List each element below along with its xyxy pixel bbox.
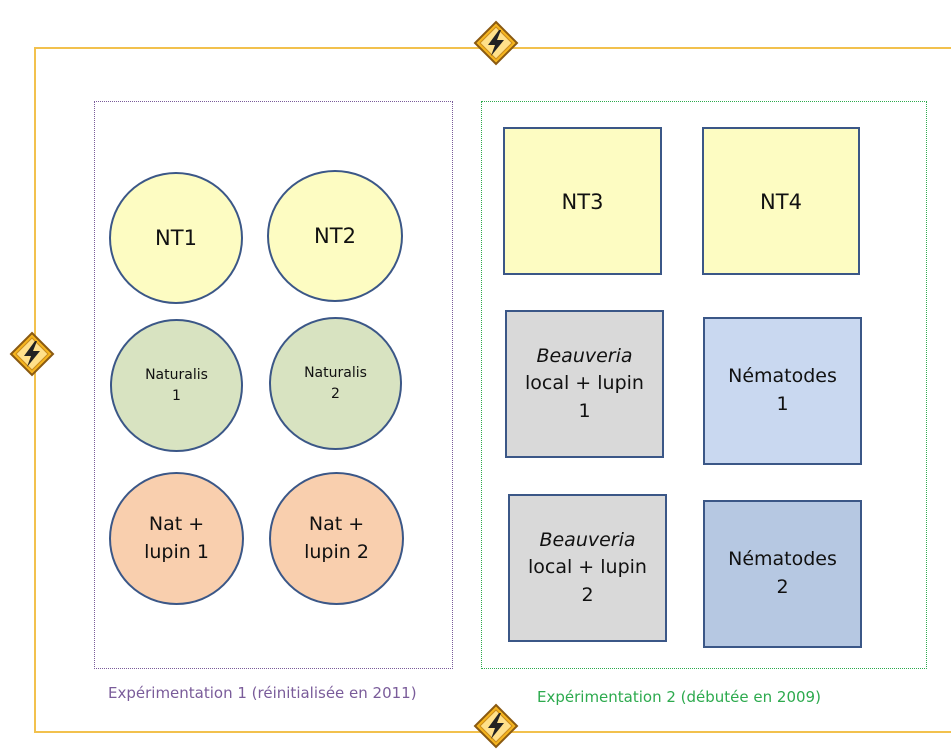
plot-nat-lupin-1-line2: lupin 1	[144, 540, 209, 563]
plot-nt1: NT1	[109, 172, 243, 304]
plot-beauveria-1-line2: local + lupin	[525, 372, 644, 395]
electric-fence-warning-icon	[473, 20, 519, 66]
plot-beauveria-1-line1: Beauveria	[536, 344, 633, 367]
plot-nematodes-2: Nématodes 2	[703, 500, 862, 648]
plot-beauveria-2: Beauveria local + lupin 2	[508, 494, 667, 642]
experiment-1-caption: Expérimentation 1 (réinitialisée en 2011…	[108, 684, 417, 702]
experiment-2-caption: Expérimentation 2 (débutée en 2009)	[537, 688, 821, 706]
plot-beauveria-2-line1: Beauveria	[539, 528, 636, 551]
electric-fence-warning-icon	[9, 331, 55, 377]
plot-naturalis-2: Naturalis 2	[269, 317, 402, 450]
plot-beauveria-2-line3: 2	[581, 583, 594, 606]
experiment-2-frame	[481, 101, 927, 669]
plot-nt4: NT4	[702, 127, 860, 275]
plot-nt3: NT3	[503, 127, 662, 275]
plot-nt2-label: NT2	[314, 223, 356, 248]
plot-nematodes-1-line2: 1	[776, 393, 789, 415]
plot-nt4-label: NT4	[760, 190, 802, 214]
plot-nat-lupin-1-line1: Nat +	[148, 512, 205, 535]
experiment-1-frame	[94, 101, 453, 669]
plot-nematodes-1: Nématodes 1	[703, 317, 862, 465]
plot-nt3-label: NT3	[561, 190, 604, 214]
plot-naturalis-1-line1: Naturalis	[145, 367, 208, 384]
plot-naturalis-1: Naturalis 1	[110, 319, 243, 452]
plot-nat-lupin-2: Nat + lupin 2	[269, 472, 404, 605]
plot-naturalis-2-line2: 2	[331, 385, 340, 402]
plot-nat-lupin-2-line1: Nat +	[308, 512, 365, 535]
plot-nat-lupin-1: Nat + lupin 1	[109, 472, 244, 605]
plot-nematodes-1-line1: Nématodes	[728, 365, 837, 388]
plot-nematodes-2-line2: 2	[776, 576, 789, 598]
plot-beauveria-1: Beauveria local + lupin 1	[505, 310, 664, 458]
plot-naturalis-2-line1: Naturalis	[304, 365, 367, 382]
plot-beauveria-2-line2: local + lupin	[528, 556, 647, 579]
plot-nematodes-2-line1: Nématodes	[728, 548, 837, 571]
plot-naturalis-1-line2: 1	[172, 387, 181, 404]
plot-beauveria-1-line3: 1	[578, 399, 591, 422]
electric-fence-warning-icon	[473, 703, 519, 749]
plot-nt1-label: NT1	[155, 225, 197, 250]
plot-nat-lupin-2-line2: lupin 2	[304, 540, 369, 563]
plot-nt2: NT2	[267, 170, 403, 302]
